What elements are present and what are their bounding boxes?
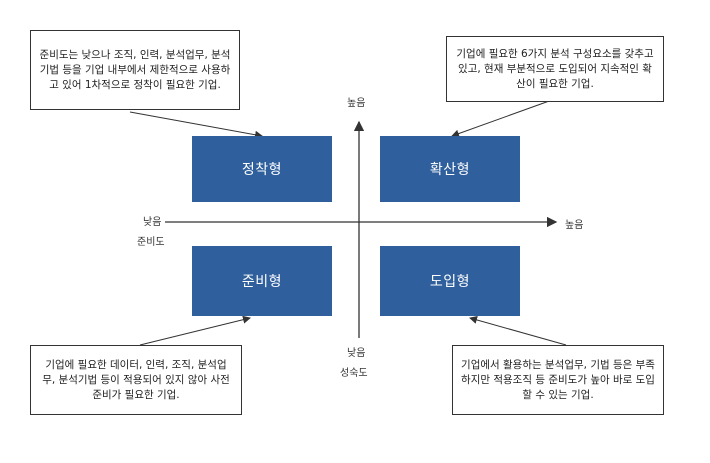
- quadrant-bottom-right-label: 도입형: [429, 274, 471, 290]
- quadrant-top-right: 확산형: [380, 136, 520, 202]
- connector-top-left: [129, 111, 263, 139]
- callout-top-right: 기업에 필요한 6가지 분석 구성요소를 갖추고 있고, 현재 부분적으로 도입…: [446, 36, 664, 102]
- callout-bottom-right: 기업에서 활용하는 분석업무, 기법 등은 부족하지만 적용조직 등 준비도가 …: [452, 345, 664, 415]
- callout-bottom-right-text: 기업에서 활용하는 분석업무, 기법 등은 부족하지만 적용조직 등 준비도가 …: [461, 358, 655, 401]
- callout-bottom-left: 기업에 필요한 데이터, 인력, 조직, 분석업무, 분석기법 등이 적용되어 …: [30, 345, 242, 415]
- y-axis-high-label: 높음: [347, 98, 366, 109]
- quadrant-top-left-label: 정착형: [241, 162, 283, 178]
- callout-top-left: 준비도는 낮으나 조직, 인력, 분석업무, 분석기법 등을 기업 내부에서 제…: [30, 30, 240, 110]
- quadrant-top-right-label: 확산형: [429, 162, 471, 178]
- y-axis-name: 성숙도: [340, 368, 368, 379]
- callout-top-right-text: 기업에 필요한 6가지 분석 구성요소를 갖추고 있고, 현재 부분적으로 도입…: [456, 47, 654, 90]
- x-axis-low-label: 낮음: [143, 217, 162, 228]
- y-axis-low-label: 낮음: [347, 348, 366, 359]
- quadrant-bottom-right: 도입형: [380, 246, 520, 316]
- callout-bottom-left-text: 기업에 필요한 데이터, 인력, 조직, 분석업무, 분석기법 등이 적용되어 …: [42, 358, 230, 401]
- quadrant-bottom-left: 준비형: [192, 246, 332, 316]
- connector-top-right: [451, 99, 553, 138]
- callout-top-left-text: 준비도는 낮으나 조직, 인력, 분석업무, 분석기법 등을 기업 내부에서 제…: [39, 48, 231, 91]
- connector-bottom-right: [469, 316, 567, 346]
- x-axis-high-label: 높음: [565, 220, 584, 231]
- x-axis-name: 준비도: [137, 237, 165, 248]
- quadrant-bottom-left-label: 준비형: [241, 274, 283, 290]
- quadrant-top-left: 정착형: [192, 136, 332, 202]
- connector-bottom-left: [139, 315, 251, 346]
